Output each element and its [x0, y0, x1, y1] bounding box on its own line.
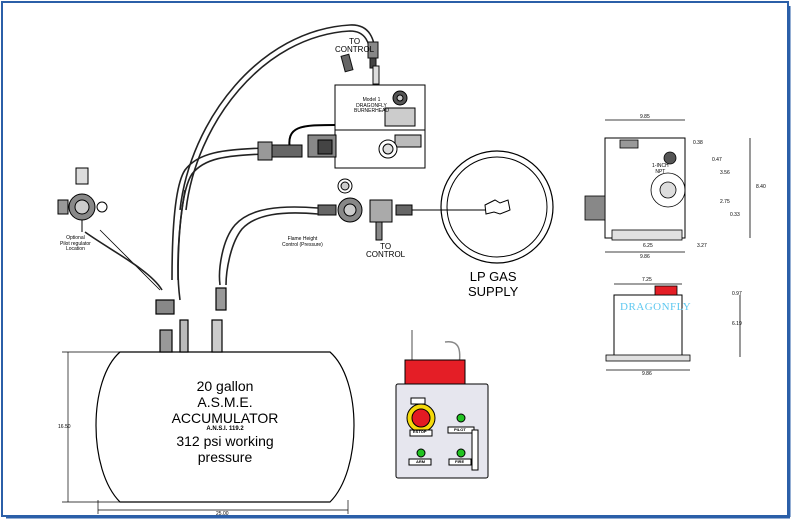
dim-d2: 0.47 — [712, 157, 722, 163]
dim-d7: 3.27 — [697, 243, 707, 249]
npt-label: 1-INCH NPT — [652, 163, 669, 175]
pilot-hose — [84, 189, 186, 301]
dim-d1: 0.38 — [693, 140, 703, 146]
flame-height-control — [317, 178, 413, 241]
lp-gas-label: LP GAS SUPPLY — [468, 269, 519, 299]
dimension-view-bottom — [605, 283, 741, 371]
dim-height: 8.40 — [756, 184, 766, 190]
hose-coupling — [271, 144, 303, 158]
dim2-d1: 0.97 — [732, 291, 742, 297]
dimension-view-top — [584, 119, 751, 253]
to-control-label-mid: TO CONTROL — [366, 242, 406, 259]
tank-line-4: A.N.S.I. 119.2 — [206, 426, 244, 433]
tank-height-dim: 16.50 — [58, 424, 71, 430]
dim-d4: 2.75 — [720, 199, 730, 205]
to-control-connector — [340, 41, 380, 85]
tank-line-1: 20 gallon — [196, 378, 254, 394]
tank-label: 20 gallon A.S.M.E. ACCUMULATOR A.N.S.I. … — [120, 378, 330, 465]
tank-line-2: A.S.M.E. — [197, 394, 253, 411]
burnerhead-assembly — [288, 84, 426, 169]
tank-line-6: pressure — [197, 449, 253, 466]
tank-line-3: ACCUMULATOR — [171, 410, 279, 427]
tank-width-dim: 25.00 — [216, 511, 229, 517]
accumulator-tank — [95, 287, 355, 503]
dim-width-top: 9.85 — [640, 114, 650, 120]
burnerhead-hose — [171, 147, 263, 281]
dim2-width-top: 7.25 — [642, 277, 652, 283]
dim-width-bottom: 9.86 — [640, 254, 650, 260]
control-box-assembly — [395, 330, 489, 479]
flame-control-label: Flame Height Control (Pressure) — [282, 236, 323, 248]
burnerhead-model-label: Model 1 DRAGONFLY BURNERHEAD — [354, 97, 390, 114]
pilot-button-label: PILOT — [454, 427, 466, 432]
lp-gas-tank — [440, 150, 554, 264]
dragonfly-logo: DRAGONFLY — [620, 301, 692, 313]
dim2-height: 6.19 — [732, 321, 742, 327]
flame-control-hose — [218, 206, 319, 286]
tank-line-5: 312 psi working — [176, 433, 274, 450]
hose-fitting-top — [257, 141, 273, 161]
to-control-label-top: TO CONTROL — [335, 37, 375, 54]
dim-d3: 3.56 — [720, 170, 730, 176]
dim-d5: 0.33 — [730, 212, 740, 218]
fire-button-label: FIRE — [455, 459, 465, 464]
pilot-regulator — [57, 167, 108, 232]
estop-button-label: ESTOP — [413, 429, 427, 434]
arm-button-label: ARM — [416, 459, 426, 464]
pilot-regulator-label: Optional Pilot regulator Location — [60, 235, 91, 252]
control-hose-top — [179, 24, 376, 211]
dim2-width-bottom: 9.86 — [642, 371, 652, 377]
regulator-leader-line — [99, 229, 161, 291]
dim-d6: 6.25 — [643, 243, 653, 249]
tank-dimensions — [62, 351, 349, 514]
